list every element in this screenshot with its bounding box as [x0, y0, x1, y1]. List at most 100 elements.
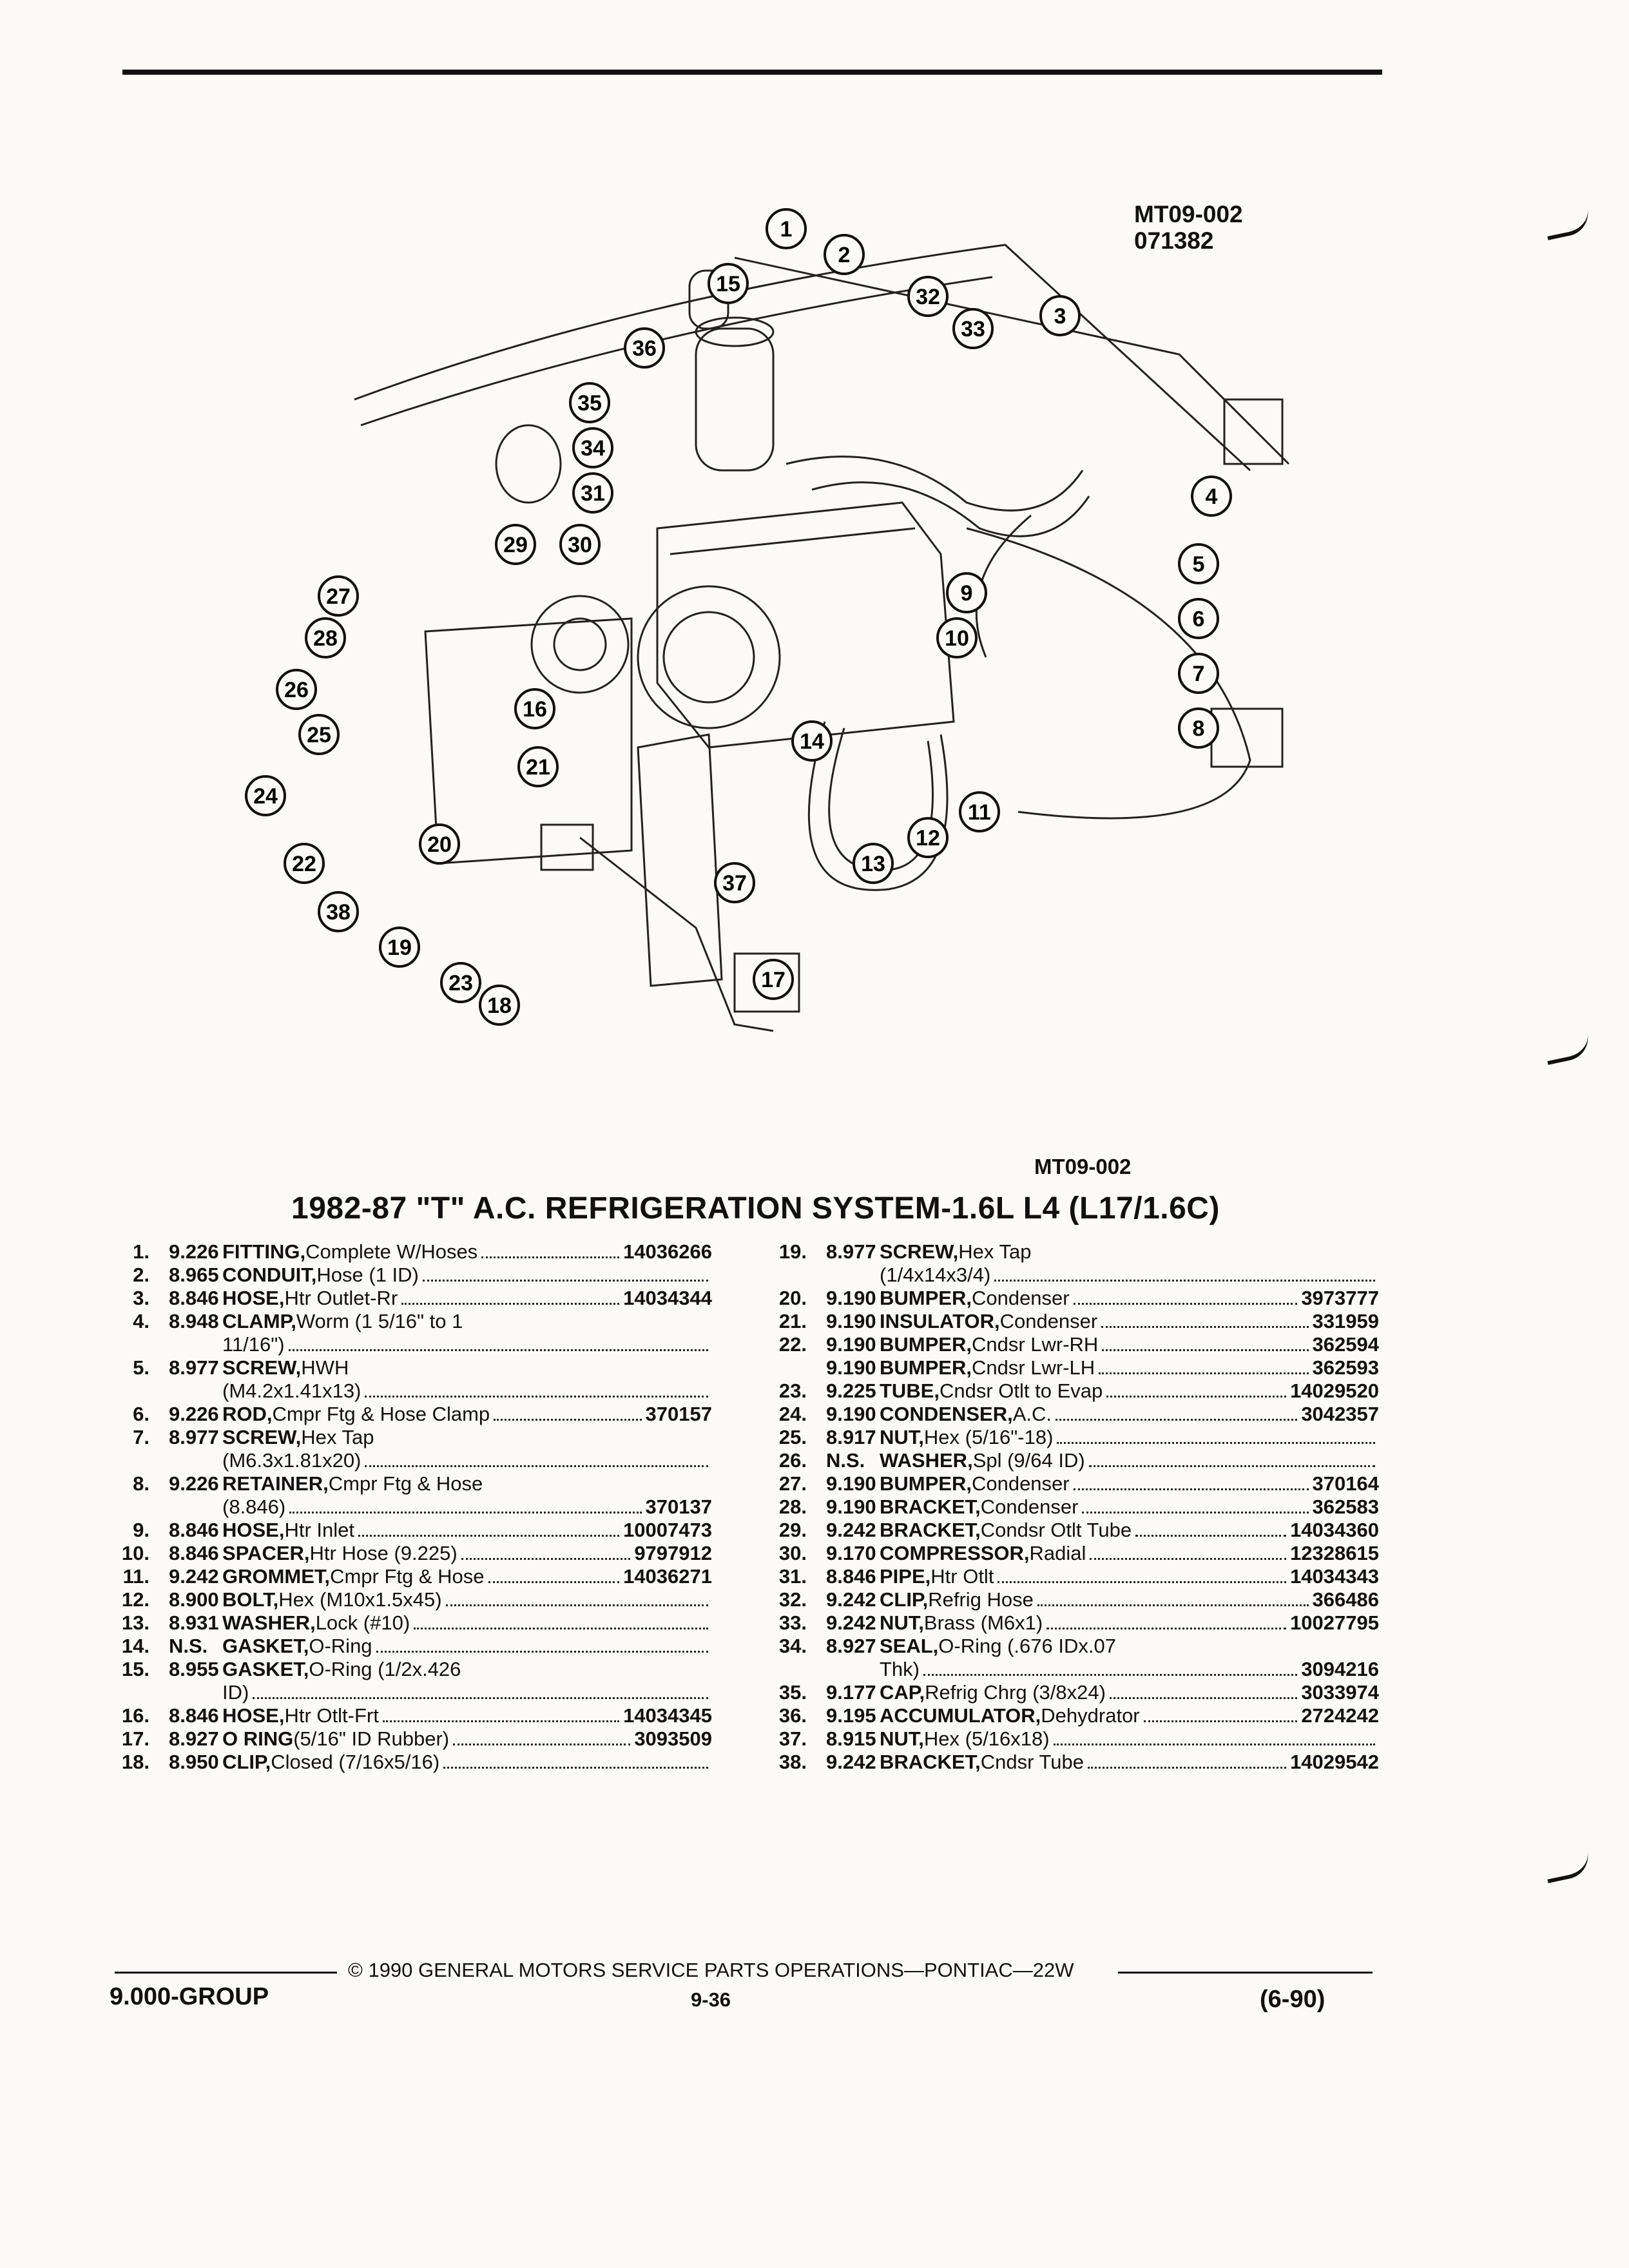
part-spec: Htr Outlet-Rr — [284, 1287, 398, 1309]
engine-block-shape — [656, 501, 955, 749]
part-spec: ID) — [222, 1681, 249, 1704]
part-number: 31. — [778, 1565, 807, 1588]
part-number: 38. — [778, 1751, 807, 1773]
margin-tick-mark — [1543, 208, 1592, 240]
part-spec: (M6.3x1.81x20) — [222, 1449, 361, 1472]
part-group-ref: 9.226 — [169, 1403, 219, 1425]
figure-id: MT09-002 071382 — [1134, 201, 1243, 254]
part-spec: HWH — [301, 1356, 349, 1379]
part-group-ref: 8.948 — [169, 1310, 219, 1332]
part-spec: (M4.2x1.41x13) — [222, 1379, 361, 1402]
callout-circle — [952, 308, 994, 349]
part-group-ref: 9.190 — [826, 1495, 876, 1518]
part-description-line: (1/4x14x3/4) — [880, 1264, 1379, 1287]
part-spec: Cndsr Otlt to Evap — [940, 1379, 1103, 1402]
part-catalog-number: 9797912 — [634, 1542, 712, 1564]
callout-circle — [284, 843, 325, 884]
callout-circle — [495, 524, 536, 565]
part-group-ref: 8.900 — [169, 1588, 219, 1611]
part-group-ref: 8.846 — [169, 1704, 219, 1727]
part-description-line: (8.846)370137 — [222, 1495, 712, 1519]
callout-label: 33 — [961, 317, 985, 341]
part-catalog-number: 370137 — [645, 1495, 712, 1518]
part-name: CLIP, — [880, 1588, 929, 1611]
part-spec: Htr Otlt-Frt — [284, 1704, 379, 1727]
part-group-ref: 9.242 — [826, 1588, 876, 1611]
part-name: HOSE, — [222, 1519, 285, 1541]
part-group-ref: 8.977 — [169, 1426, 219, 1448]
part-number: 12. — [121, 1588, 149, 1611]
callout-32: 32 — [907, 276, 949, 317]
leader-dots — [376, 1651, 708, 1653]
part-spec: Hex (5/16x18) — [923, 1727, 1050, 1750]
part-number: 5. — [133, 1356, 149, 1379]
part-group-ref: 9.190 — [826, 1356, 876, 1379]
part-description-line: SCREW, Hex Tap — [880, 1240, 1379, 1264]
callout-circle — [318, 575, 359, 617]
callout-label: 4 — [1206, 485, 1218, 509]
part-catalog-number: 14036266 — [623, 1240, 712, 1263]
part-name: CONDENSER, — [880, 1403, 1013, 1425]
part-description-line: SCREW, Hex Tap — [222, 1426, 712, 1449]
callout-2: 2 — [824, 234, 865, 275]
leader-dots — [1143, 1720, 1298, 1722]
part-description-line: CLIP, Closed (7/16x5/16) — [222, 1751, 712, 1774]
part-group-ref: N.S. — [826, 1449, 865, 1472]
callout-10: 10 — [936, 617, 978, 658]
part-number: 8. — [133, 1472, 149, 1495]
part-group-ref: 9.242 — [826, 1751, 876, 1773]
callout-18: 18 — [479, 985, 520, 1026]
callout-label: 36 — [632, 336, 657, 361]
leader-dots — [365, 1396, 708, 1398]
callout-13: 13 — [853, 843, 894, 884]
callout-circle — [572, 472, 613, 514]
callout-circle — [318, 891, 359, 932]
part-catalog-number: 331959 — [1312, 1310, 1379, 1332]
callout-14: 14 — [791, 720, 833, 762]
callout-circle — [1191, 476, 1232, 517]
leader-dots — [1099, 1372, 1309, 1374]
part-description: SCREW, Hex Tap(1/4x14x3/4) — [880, 1240, 1379, 1287]
part-catalog-number: 10027795 — [1290, 1611, 1379, 1634]
part-number: 26. — [778, 1449, 807, 1472]
part-catalog-number: 12328615 — [1290, 1542, 1379, 1564]
part-number: 3. — [133, 1287, 149, 1309]
part-name: FITTING, — [222, 1240, 306, 1263]
part-description-line: 11/16") — [222, 1333, 712, 1356]
part-catalog-number: 14034360 — [1290, 1519, 1379, 1541]
part-name: CLIP, — [222, 1751, 271, 1773]
part-catalog-number: 3094216 — [1301, 1658, 1379, 1680]
callout-11: 11 — [959, 791, 1000, 832]
part-group-ref: 9.226 — [169, 1472, 219, 1495]
leader-dots — [488, 1581, 620, 1583]
footer-page-number: 9-36 — [691, 1988, 731, 2011]
part-name: CAP, — [880, 1681, 925, 1704]
callout-label: 38 — [326, 900, 351, 925]
callout-circle — [753, 959, 794, 1000]
callout-group: 1234567891011121314151617181920212223242… — [245, 208, 1232, 1026]
part-spec: Hex (M10x1.5x45) — [278, 1588, 442, 1611]
part-description: BOLT, Hex (M10x1.5x45) — [222, 1588, 712, 1611]
part-group-ref: 8.846 — [169, 1287, 219, 1309]
part-group-ref: 9.225 — [826, 1379, 876, 1402]
part-number: 37. — [778, 1727, 807, 1750]
callout-33: 33 — [952, 308, 994, 349]
